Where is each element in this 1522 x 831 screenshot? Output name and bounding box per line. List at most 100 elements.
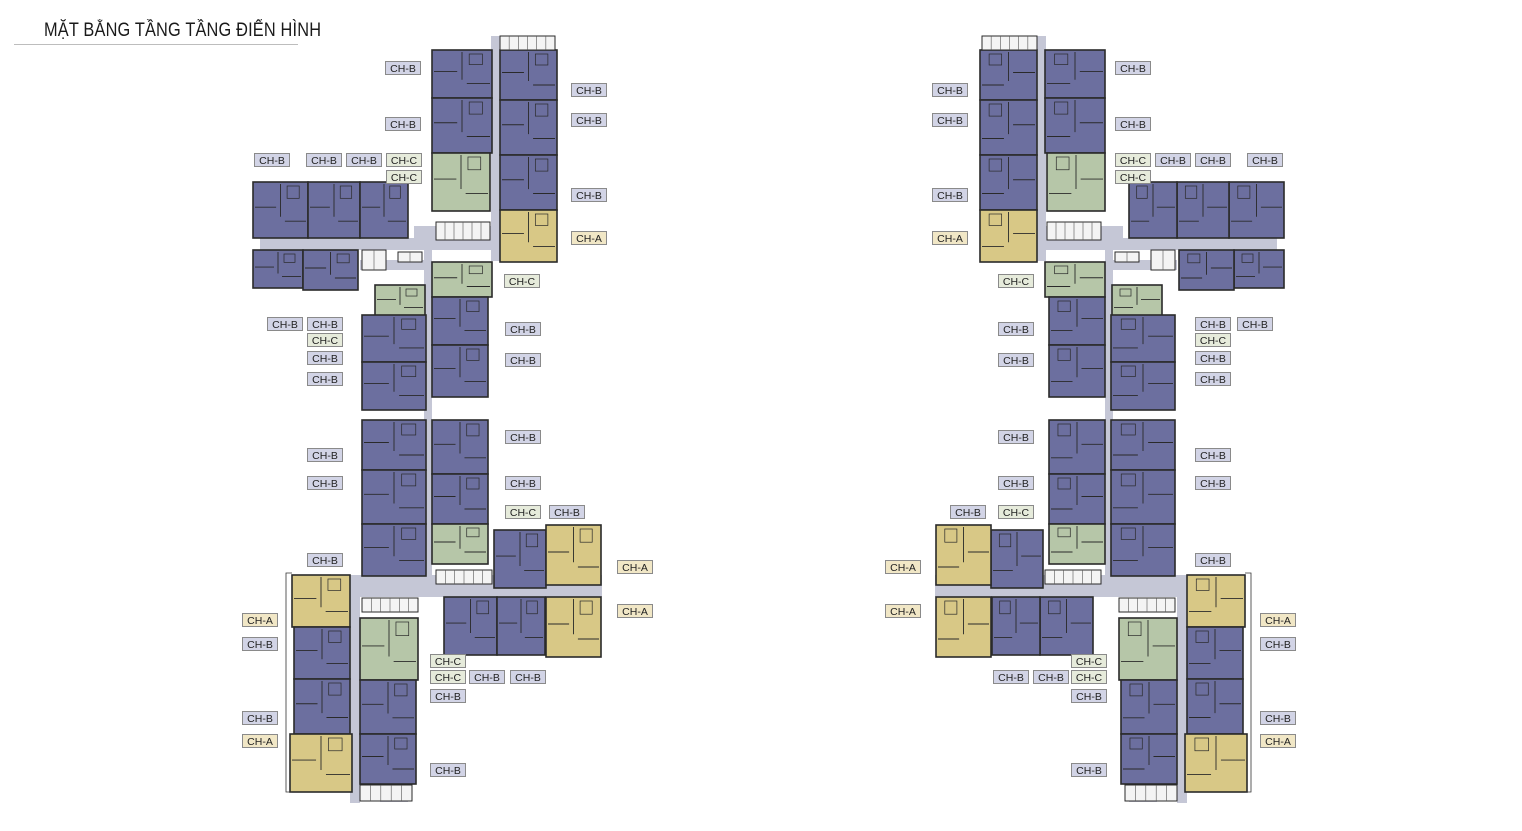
bathroom (466, 527, 480, 538)
unit-label-right: CH-B (1115, 61, 1151, 75)
bathroom (466, 300, 480, 312)
unit-label-right: CH-C (1115, 170, 1151, 184)
unit-label-right: CH-B (1195, 553, 1231, 567)
unit-label-right: CH-B (1071, 763, 1107, 777)
unit-label-right: CH-C (998, 274, 1034, 288)
unit-label-right: CH-C (998, 505, 1034, 519)
unit-label-left: CH-C (430, 654, 466, 668)
unit-label-right: CH-B (1247, 153, 1283, 167)
unit-label-left: CH-B (307, 553, 343, 567)
bathroom (999, 600, 1011, 615)
bathroom (1195, 630, 1209, 643)
bathroom (1057, 527, 1071, 538)
bathroom (401, 527, 417, 540)
bathroom (534, 213, 549, 226)
unit-label-right: CH-A (885, 604, 921, 618)
bathroom (328, 737, 343, 752)
bathroom (988, 213, 1003, 226)
bathroom (467, 156, 482, 171)
bathroom (395, 621, 410, 636)
unit-label-left: CH-B (307, 448, 343, 462)
bathroom (1120, 527, 1136, 540)
bathroom (1057, 348, 1071, 361)
unit-label-right: CH-C (1195, 333, 1231, 347)
bathroom (466, 423, 480, 437)
unit-label-right: CH-B (1195, 317, 1231, 331)
unit-label-left: CH-B (505, 476, 541, 490)
unit-label-right: CH-B (1195, 153, 1231, 167)
corridor (1177, 575, 1187, 803)
unit-label-right: CH-B (998, 476, 1034, 490)
unit-label-left: CH-B (346, 153, 382, 167)
unit-label-left: CH-B (571, 188, 607, 202)
unit-label-right: CH-B (932, 188, 968, 202)
bathroom (286, 185, 300, 199)
unit-label-left: CH-C (504, 274, 540, 288)
left-tower-plan (252, 35, 602, 803)
bathroom (389, 185, 401, 199)
unit-label-right: CH-B (932, 83, 968, 97)
bathroom (1054, 53, 1069, 65)
unit-label-right: CH-B (1260, 637, 1296, 651)
stair-lift-core (1124, 784, 1178, 802)
bathroom (466, 477, 480, 490)
unit-label-left: CH-B (242, 711, 278, 725)
unit-label-left: CH-C (505, 505, 541, 519)
bathroom (1057, 477, 1071, 490)
bathroom (1048, 600, 1061, 615)
bathroom (988, 103, 1003, 117)
unit-label-left: CH-B (510, 670, 546, 684)
bathroom (476, 600, 489, 615)
corridor (424, 250, 432, 580)
bathroom (1237, 185, 1251, 199)
corridor (1105, 250, 1113, 580)
unit-label-left: CH-B (242, 637, 278, 651)
unit-label-left: CH-B (267, 317, 303, 331)
unit-label-left: CH-C (386, 153, 422, 167)
bathroom (401, 473, 417, 487)
bathroom (534, 103, 549, 117)
corridor (491, 36, 500, 261)
unit-label-right: CH-C (1115, 153, 1151, 167)
bathroom (401, 365, 417, 377)
bathroom (1127, 621, 1142, 636)
bathroom (468, 101, 483, 115)
unit-label-right: CH-B (950, 505, 986, 519)
unit-label-right: CH-B (1195, 476, 1231, 490)
bathroom (1136, 185, 1148, 199)
unit-label-left: CH-B (571, 113, 607, 127)
unit-label-left: CH-B (571, 83, 607, 97)
unit-label-left: CH-C (307, 333, 343, 347)
bathroom (401, 423, 417, 436)
bathroom (1195, 578, 1210, 591)
unit-label-right: CH-C (1071, 670, 1107, 684)
bathroom (283, 253, 296, 263)
corridor (1107, 260, 1177, 270)
bathroom (466, 348, 480, 361)
unit-label-right: CH-B (1195, 372, 1231, 386)
bathroom (405, 288, 418, 297)
unit-label-right: CH-B (1195, 448, 1231, 462)
bathroom (579, 528, 593, 543)
bathroom (1187, 253, 1201, 264)
bathroom (1057, 300, 1071, 312)
right-tower-plan (935, 35, 1285, 803)
unit-label-left: CH-A (242, 734, 278, 748)
bathroom (468, 265, 483, 275)
unit-label-left: CH-B (505, 353, 541, 367)
unit-label-right: CH-B (993, 670, 1029, 684)
bathroom (1120, 318, 1136, 330)
unit-label-left: CH-B (549, 505, 585, 519)
unit-label-right: CH-B (1071, 689, 1107, 703)
bathroom (988, 53, 1003, 66)
wing-bracket (1245, 572, 1252, 793)
unit-label-left: CH-C (386, 170, 422, 184)
unit-label-left: CH-B (430, 689, 466, 703)
page-title: MẶT BẰNG TẦNG TẦNG ĐIỂN HÌNH (44, 20, 322, 41)
title-divider (14, 44, 298, 45)
bathroom (1195, 682, 1209, 696)
bathroom (534, 53, 549, 66)
unit-label-right: CH-B (1260, 711, 1296, 725)
bathroom (468, 53, 483, 65)
unit-label-right: CH-B (998, 322, 1034, 336)
